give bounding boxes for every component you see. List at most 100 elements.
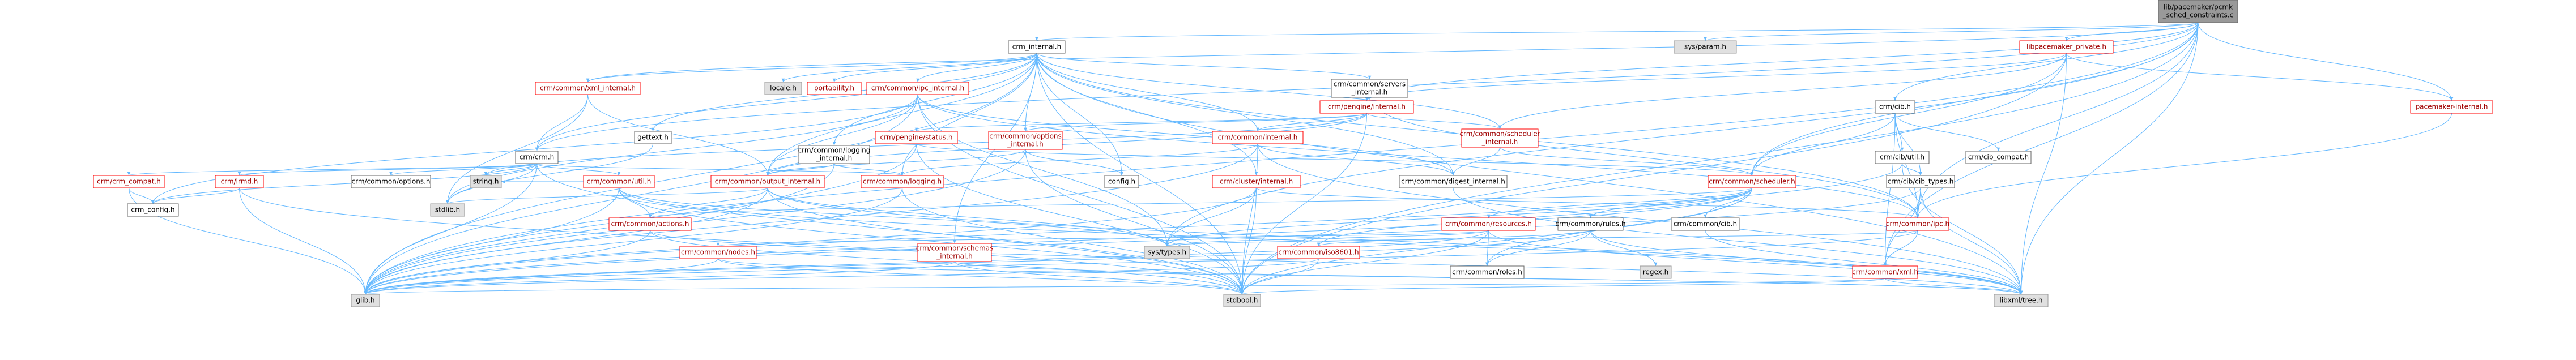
dependency-edge-crm_compat-to-crm_config (129, 187, 155, 204)
dependency-edge-crm-to-common_util (537, 163, 621, 176)
node-common-internal[interactable]: crm/common/internal.h (1212, 131, 1304, 144)
node-common-logging[interactable]: crm/common/logging.h (861, 175, 944, 188)
dependency-edge-crm-to-crm_compat (127, 163, 537, 176)
node-box (1144, 246, 1190, 259)
dependency-edge-cib-to-cib_types (1894, 113, 1922, 176)
node-pacemaker-internal[interactable]: pacemaker-internal.h (2410, 100, 2493, 114)
node-common-actions[interactable]: crm/common/actions.h (608, 217, 692, 231)
node-pengine-internal[interactable]: crm/pengine/internal.h (1319, 100, 1414, 114)
dependency-edge-libpacemaker_private-to-pacemaker_internal (2066, 53, 2454, 101)
node-common-scheduler[interactable]: crm/common/scheduler.h (1708, 175, 1796, 188)
node-label: pacemaker-internal.h (2416, 103, 2488, 111)
node-common-xml[interactable]: crm/common/xml.h (1852, 265, 1918, 279)
node-lrmd[interactable]: crm/lrmd.h (215, 175, 264, 188)
dependency-edge-crm_internal-to-common_internal (1036, 53, 1259, 132)
node-cluster-internal[interactable]: crm/cluster/internal.h (1212, 175, 1301, 188)
dependency-edge-common_actions-to-stdbool (650, 230, 1244, 295)
node-label: crm/cib/util.h (1880, 153, 1924, 161)
node-gettext[interactable]: gettext.h (634, 131, 672, 144)
dependency-edge-common_internal-to-libxml_tree (1257, 143, 2023, 295)
dependency-edge-common_scheduler-to-sys_types (1165, 187, 1752, 247)
dependency-edge-logging_internal-to-glib (364, 163, 834, 295)
dependency-edge-common_scheduler-to-common_actions (649, 187, 1752, 218)
node-common-rules[interactable]: crm/common/rules.h (1555, 217, 1626, 231)
node-cib[interactable]: crm/cib.h (1875, 100, 1915, 114)
dependency-edge-output_internal-to-stdbool (767, 187, 1244, 295)
node-box (1461, 128, 1539, 148)
dependency-edge-crm_internal-to-servers_internal (1036, 53, 1372, 80)
node-root[interactable]: lib/pacemaker/pcmk_sched_constraints.c (2158, 0, 2238, 23)
node-crm-compat[interactable]: crm/crm_compat.h (93, 175, 165, 188)
dependency-edge-crm_internal-to-stdbool (1036, 53, 1244, 295)
node-box (1008, 40, 1066, 54)
node-box (535, 82, 641, 95)
node-label: regex.h (1643, 268, 1668, 276)
node-servers-internal[interactable]: crm/common/servers_internal.h (1331, 79, 1408, 98)
node-scheduler-internal[interactable]: crm/common/scheduler_internal.h (1459, 128, 1540, 148)
node-box (351, 175, 431, 188)
node-label: crm/cib/cib_types.h (1888, 178, 1954, 186)
dependency-edge-xml_internal-to-crm (535, 94, 588, 152)
node-crm[interactable]: crm/crm.h (515, 151, 559, 164)
dependency-edge-iso8601-to-stdbool (1240, 258, 1319, 295)
dependency-edge-libpacemaker_private-to-scheduler_internal (1498, 53, 2067, 130)
node-box (679, 246, 757, 259)
node-common-options[interactable]: crm/common/options.h (351, 175, 431, 188)
node-iso8601[interactable]: crm/common/iso8601.h (1277, 246, 1360, 259)
node-xml-internal[interactable]: crm/common/xml_internal.h (535, 82, 641, 95)
node-portability[interactable]: portability.h (807, 82, 862, 95)
node-sys-param: sys/param.h (1674, 40, 1737, 54)
node-schemas-internal[interactable]: crm/common/schemas_internal.h (916, 243, 994, 262)
dependency-edge-root-to-libxml_tree (2019, 22, 2199, 295)
node-label: crm/crm_compat.h (97, 178, 161, 186)
node-common-cib[interactable]: crm/common/cib.h (1671, 217, 1740, 231)
node-label: crm/cib_compat.h (1968, 153, 2029, 161)
node-label: crm/common/xml_internal.h (540, 84, 636, 92)
node-crm-internal[interactable]: crm_internal.h (1008, 40, 1066, 54)
dependency-edge-digest_internal-to-libxml_tree (1453, 187, 2023, 295)
dependency-edge-common_util-to-stdbool (619, 187, 1244, 295)
node-common-nodes[interactable]: crm/common/nodes.h (679, 246, 757, 259)
node-box (215, 175, 264, 188)
node-common-resources[interactable]: crm/common/resources.h (1441, 217, 1536, 231)
node-label: stdbool.h (1227, 297, 1258, 305)
node-cib-util[interactable]: crm/cib/util.h (1875, 151, 1930, 164)
node-box (93, 175, 165, 188)
dependency-edge-crm-to-string (484, 163, 537, 176)
node-options-internal[interactable]: crm/common/options_internal.h (988, 131, 1063, 150)
node-pengine-status[interactable]: crm/pengine/status.h (875, 131, 958, 144)
node-output-internal[interactable]: crm/common/output_internal.h (710, 175, 825, 188)
node-regex: regex.h (1640, 265, 1672, 279)
node-label: stdlib.h (435, 206, 460, 214)
node-common-ipc[interactable]: crm/common/ipc.h (1886, 217, 1949, 231)
dependency-edge-common_util-to-glib (364, 187, 619, 295)
node-label: crm_config.h (131, 206, 174, 214)
node-label: crm/pengine/status.h (880, 134, 953, 142)
node-common-roles[interactable]: crm/common/roles.h (1450, 265, 1525, 279)
dependency-edge-servers_internal-to-common_ipc (1369, 97, 1919, 218)
dependency-edge-common_nodes-to-stdbool (718, 258, 1244, 295)
node-cib-types[interactable]: crm/cib/cib_types.h (1886, 175, 1955, 188)
dependency-edge-pengine_status-to-common_scheduler (916, 143, 1753, 176)
dependency-edge-common_cib-to-libxml_tree (1705, 230, 2023, 295)
dependency-edge-pengine_internal-to-common_internal (1256, 113, 1367, 132)
node-ipc-internal[interactable]: crm/common/ipc_internal.h (866, 82, 969, 95)
node-cib-compat[interactable]: crm/cib_compat.h (1965, 151, 2032, 164)
dependency-edge-ipc_internal-to-output_internal (766, 94, 918, 176)
node-label: libpacemaker_private.h (2026, 43, 2106, 51)
node-label: crm/cluster/internal.h (1220, 178, 1293, 186)
dependency-edge-crm_internal-to-digest_internal (1036, 53, 1455, 176)
dependency-edge-options_internal-to-output_internal (766, 149, 1026, 176)
node-common-util[interactable]: crm/common/util.h (583, 175, 655, 188)
node-label: crm/common/logging (798, 147, 871, 155)
dependency-edge-root-to-pengine_internal (1365, 22, 2199, 101)
dependency-edge-common_rules-to-libxml_tree (1590, 230, 2023, 295)
dependency-edge-common_resources-to-glib (364, 230, 1489, 295)
dependency-edge-crm-to-common_options (389, 163, 537, 176)
node-crm-config[interactable]: crm_config.h (127, 203, 179, 217)
node-logging-internal[interactable]: crm/common/logging_internal.h (798, 145, 871, 164)
node-label: string.h (473, 178, 499, 186)
node-libpacemaker-private[interactable]: libpacemaker_private.h (2019, 40, 2114, 54)
node-digest-internal[interactable]: crm/common/digest_internal.h (1399, 175, 1508, 188)
node-config[interactable]: config.h (1104, 175, 1139, 188)
